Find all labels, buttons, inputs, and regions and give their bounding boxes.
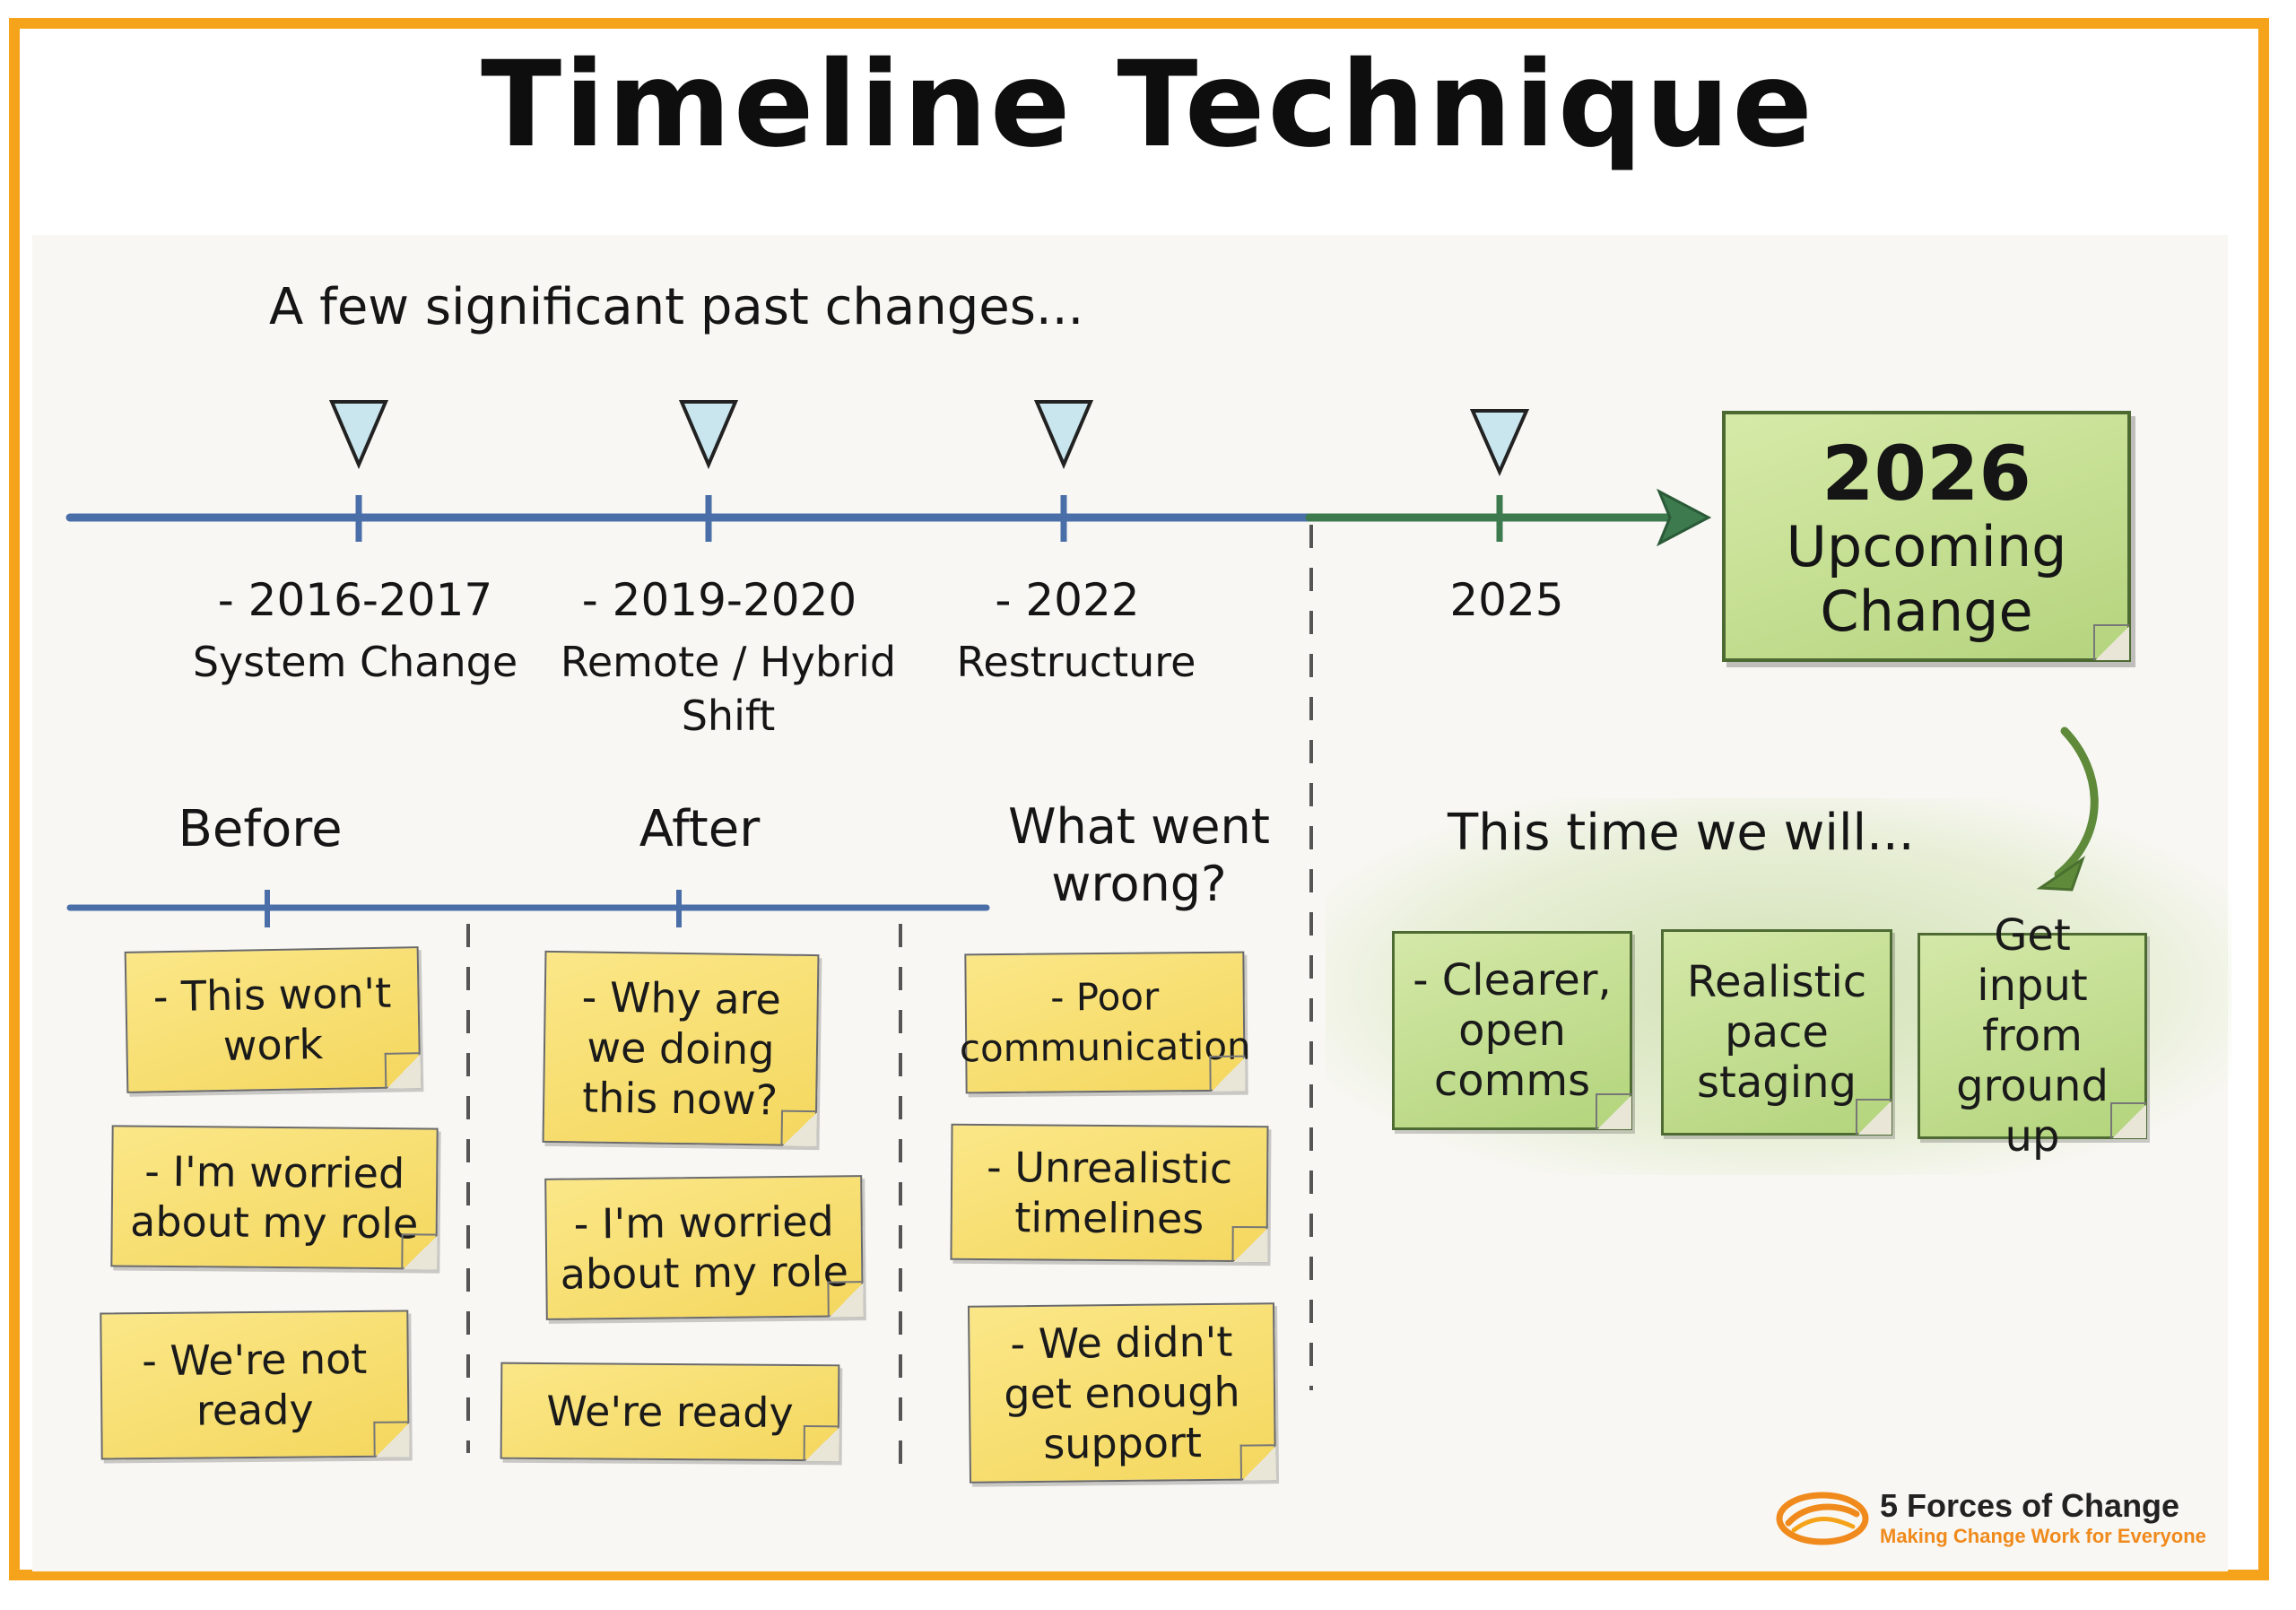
future-note-3: Get input from ground up: [1918, 910, 2147, 1162]
upcoming-label: Upcoming Change: [1786, 514, 2067, 644]
after-note-1: - Why are we doing this now?: [542, 950, 820, 1147]
upcoming-change-note: 2026 Upcoming Change: [1722, 411, 2131, 662]
marker-triangle-2019: [678, 400, 739, 470]
before-heading: Before: [178, 800, 343, 858]
before-note-1: - This won't work: [124, 946, 422, 1093]
wrong-note-3: - We didn't get enough support: [967, 1302, 1277, 1484]
brand-tagline: Making Change Work for Everyone: [1880, 1525, 2206, 1547]
timeline-arrowhead: [1657, 488, 1712, 547]
curved-arrowhead: [2036, 856, 2085, 892]
brand-logo-icon: [1776, 1492, 1869, 1545]
milestone-event-2: Remote / Hybrid Shift: [560, 638, 897, 740]
before-note-3: - We're not ready: [100, 1310, 410, 1460]
milestone-event-3: Restructure: [956, 638, 1196, 686]
what-went-wrong-heading: What went wrong?: [1008, 798, 1270, 912]
past-changes-heading: A few significant past changes...: [269, 278, 1084, 336]
milestone-year-2: - 2019-2020: [581, 574, 857, 626]
marker-triangle-2016: [328, 400, 389, 470]
curved-arrow: [2054, 727, 2099, 879]
wrong-note-2: - Unrealistic timelines: [950, 1123, 1269, 1263]
milestone-year-4: 2025: [1449, 574, 1564, 626]
milestone-event-1: System Change: [192, 638, 518, 686]
page-title: Timeline Technique: [481, 36, 1815, 174]
after-note-2: - I'm worried about my role: [544, 1175, 864, 1320]
milestone-year-1: - 2016-2017: [217, 574, 493, 626]
future-note-2: Realistic pace staging: [1661, 929, 1892, 1136]
after-note-3: We're ready: [500, 1362, 840, 1462]
wrong-note-1: - Poor communication: [960, 951, 1251, 1094]
future-note-1: - Clearer, open comms: [1392, 931, 1632, 1130]
before-note-2: - I'm worried about my role: [110, 1125, 439, 1270]
milestone-year-3: - 2022: [995, 574, 1140, 626]
marker-triangle-2025: [1469, 409, 1530, 476]
brand-name: 5 Forces of Change: [1880, 1487, 2180, 1524]
marker-triangle-2022: [1033, 400, 1094, 470]
after-heading: After: [639, 800, 761, 858]
upcoming-year: 2026: [1822, 430, 2031, 518]
future-heading: This time we will...: [1448, 804, 1915, 862]
